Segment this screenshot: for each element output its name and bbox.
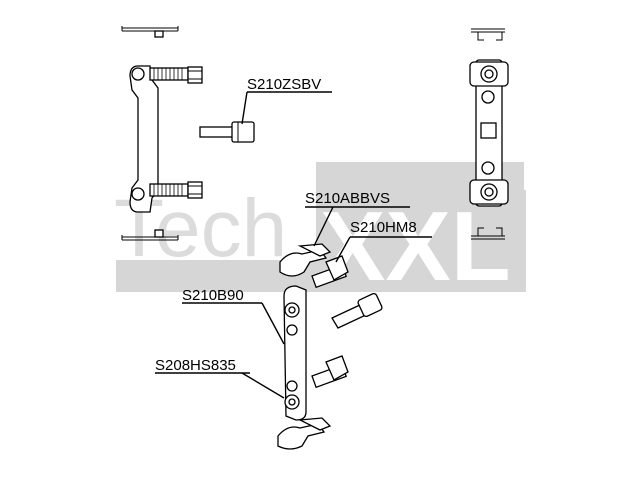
leader-b90 (261, 302, 285, 345)
label-s208hs835: S208HS835 (155, 357, 236, 374)
top-plate-view-right (471, 28, 505, 41)
leader-abbvs (313, 206, 334, 247)
front-assembly-view (469, 59, 509, 207)
leader-zsbv (241, 91, 248, 125)
bottom-plate-view-left (121, 229, 179, 241)
label-s210zsbv: S210ZSBV (247, 76, 322, 93)
side-assembly-view (129, 65, 203, 213)
label-s210abbvs: S210ABBVS (305, 190, 391, 207)
label-s210hm8: S210HM8 (350, 219, 417, 236)
watermark-text-xxl: XXL (320, 191, 511, 301)
top-plate-view-left (121, 26, 179, 38)
exploded-assembly (241, 206, 383, 450)
label-s210b90: S210B90 (182, 287, 244, 304)
leader-hs835 (241, 372, 285, 399)
bottom-plate-view-right (471, 227, 505, 240)
pin-part (199, 91, 255, 143)
leader-hm8 (335, 236, 351, 263)
